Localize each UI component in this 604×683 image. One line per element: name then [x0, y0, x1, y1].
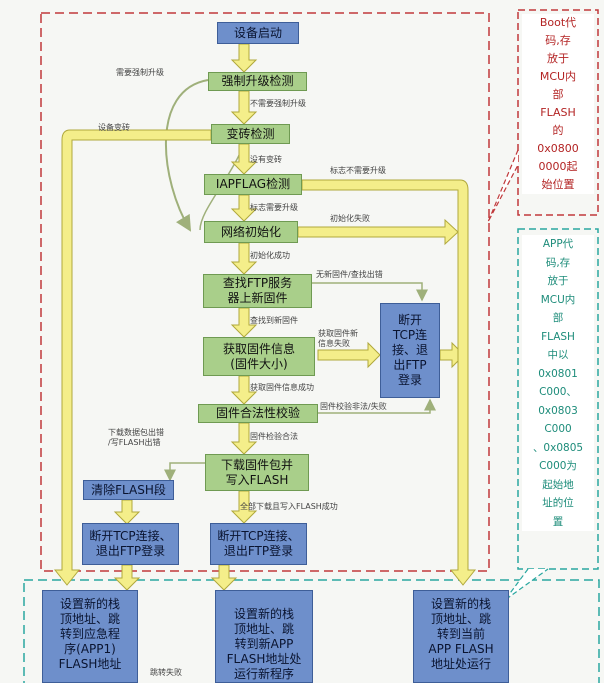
- disconnect-mid-box: 断开TCP连接、 退出FTP登录: [210, 523, 307, 565]
- download-error-connector: [164, 462, 205, 482]
- get-firmware-info-box: 获取固件信息 (固件大小): [203, 337, 315, 376]
- find-ftp-firmware-box: 查找FTP服务 器上新固件: [203, 274, 312, 308]
- label-verify-fail: 固件校验非法/失败: [320, 402, 387, 411]
- set-stack-emergency-box: 设置新的栈 顶地址、跳 转到应急程 序(APP1) FLASH地址: [42, 590, 138, 683]
- app-note-border: [517, 228, 599, 570]
- arrow-download-dismid: [230, 490, 258, 524]
- arrow-brick-iap: [230, 143, 258, 175]
- boot-note-pointer: [487, 149, 519, 223]
- set-stack-current-app-box: 设置新的栈 顶地址、跳 转到当前 APP FLASH 地址处运行: [413, 590, 509, 683]
- arrow-force-brick: [230, 90, 258, 125]
- label-download-error: 下载数据包出错 /写FLASH出错: [108, 428, 164, 447]
- force-to-netinit-curve: [164, 79, 209, 232]
- label-no-new-fw: 无新固件/查找出错: [316, 270, 383, 279]
- label-need-force: 需要强制升级: [116, 68, 164, 77]
- arrow-brick-left-long: [53, 129, 212, 586]
- arrow-find-getinfo: [230, 307, 258, 338]
- label-info-ok: 获取固件信息成功: [250, 383, 314, 392]
- network-init-box: 网络初始化: [204, 221, 298, 243]
- arrow-start-force: [230, 43, 258, 73]
- label-verify-ok: 固件检验合法: [250, 432, 298, 441]
- iapflag-check-box: IAPFLAG检测: [204, 174, 302, 195]
- set-stack-new-app-box: 设置新的栈 顶地址、跳 转到新APP FLASH地址处 运行新程序: [215, 590, 313, 683]
- start-box: 设备启动: [217, 22, 299, 44]
- label-init-fail: 初始化失败: [330, 214, 370, 223]
- no-newfw-connector: [312, 282, 428, 302]
- verify-fail-connector: [318, 398, 436, 414]
- label-init-ok: 初始化成功: [250, 251, 290, 260]
- arrow-getinfo-disright: [317, 341, 381, 369]
- arrow-verify-download: [230, 422, 258, 455]
- app-note-pointer: [504, 568, 549, 601]
- label-no-force: 不需要强制升级: [250, 99, 306, 108]
- disconnect-left-box: 断开TCP连接、 退出FTP登录: [82, 523, 179, 565]
- arrow-iap-netinit: [230, 194, 258, 222]
- force-upgrade-check-box: 强制升级检测: [208, 72, 307, 91]
- label-all-written: 全部下载且写入FLASH成功: [240, 502, 338, 511]
- arrow-dismid-setmid: [210, 564, 238, 591]
- firmware-verify-box: 固件合法性校验: [198, 404, 318, 423]
- arrow-netinit-find: [230, 242, 258, 275]
- brick-check-box: 变砖检测: [211, 124, 290, 144]
- arrow-getinfo-verify: [230, 375, 258, 405]
- arrow-netinit-right: [297, 218, 459, 246]
- app-code-note: APP代 码,存 放于 MCU内 部 FLASH 中以 0x0801 C000、…: [522, 235, 594, 531]
- arrow-clear-disleft: [113, 499, 141, 525]
- label-flag-upgrade: 标志需要升级: [250, 203, 298, 212]
- disconnect-right-box: 断开 TCP连 接、退 出FTP 登录: [380, 303, 440, 398]
- boot-code-note: Boot代 码,存 放于 MCU内 部 FLASH 的 0x0800 0000起…: [522, 14, 594, 194]
- app-region-border: [23, 579, 600, 683]
- label-flag-no-upgrade: 标志不需要升级: [330, 166, 386, 175]
- boot-note-border: [517, 9, 599, 216]
- clear-flash-box: 清除FLASH段: [83, 480, 174, 500]
- arrow-disleft-setleft: [113, 564, 141, 591]
- label-device-bricked: 设备变砖: [98, 123, 130, 132]
- label-found-new-fw: 查找到新固件: [250, 316, 298, 325]
- label-info-fail: 获取固件新 信息失败: [318, 329, 358, 348]
- boot-region-border: [40, 12, 490, 572]
- label-not-bricked: 没有变砖: [250, 155, 282, 164]
- arrow-iap-right-long: [301, 179, 477, 586]
- download-write-flash-box: 下载固件包并 写入FLASH: [205, 454, 309, 491]
- label-jump-fail: 跳转失败: [150, 668, 182, 677]
